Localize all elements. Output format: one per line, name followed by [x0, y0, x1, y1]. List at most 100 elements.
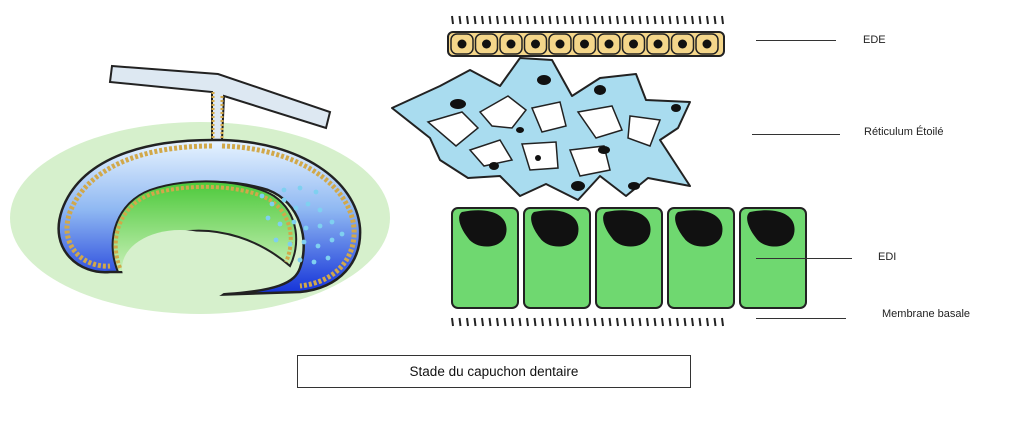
membrane-tick [661, 15, 664, 25]
ede-nucleus [604, 39, 614, 49]
membrane-tick [533, 317, 537, 327]
membrane-tick [668, 15, 672, 25]
membrane-tick [503, 15, 507, 25]
membrane-tick [646, 15, 649, 25]
membrane-tick [698, 15, 702, 25]
ede-nucleus [531, 39, 540, 49]
membrane-tick [541, 317, 544, 327]
label-ede: EDE [863, 34, 886, 46]
membrane-tick [533, 15, 537, 25]
membrane-leader-line [756, 318, 846, 319]
membrane-tick [608, 15, 612, 25]
membrane-tick [661, 317, 664, 327]
membrane-tick [473, 317, 477, 327]
membrane-tick [451, 317, 454, 327]
membrane-tick [458, 15, 462, 25]
edi-nucleus [747, 210, 795, 247]
membrane-tick [698, 317, 702, 327]
membrane-tick [458, 317, 462, 327]
membrane-tick [518, 317, 522, 327]
ede-nucleus [653, 39, 663, 49]
membrane-tick [511, 317, 514, 327]
label-edi: EDI [878, 251, 897, 263]
membrane-tick [593, 15, 597, 25]
membrane-tick [616, 317, 619, 327]
membrane-tick [466, 317, 469, 327]
membrane-tick [518, 15, 522, 25]
membrane-tick [571, 15, 574, 25]
membrane-tick [721, 317, 724, 327]
membrane-tick [638, 317, 642, 327]
membrane-tick [578, 15, 582, 25]
membrane-tick [488, 15, 492, 25]
ede-nucleus [506, 39, 516, 49]
membrane-tick [593, 317, 597, 327]
membrane-tick [623, 317, 627, 327]
reticulum-nuclei [450, 75, 681, 191]
papilla-core [122, 230, 238, 306]
membrane-tick [511, 15, 514, 25]
label-reticulum: Réticulum Étoilé [864, 126, 944, 138]
membrane-tick [548, 15, 552, 25]
membrane-tick [586, 15, 589, 25]
reticulum-holes [426, 95, 662, 177]
membrane-tick [616, 15, 619, 25]
membrane-tick [608, 317, 612, 327]
edi-nucleus [603, 210, 651, 247]
membrane-tick [706, 317, 709, 327]
stellate-dots [259, 185, 345, 265]
membrane-tick [541, 15, 544, 25]
membrane-tick [676, 317, 679, 327]
membrane-tick [548, 317, 552, 327]
membrane-tick [683, 317, 687, 327]
membrane-tick [721, 15, 724, 25]
ede-nucleus [678, 39, 687, 49]
bottom-membrane-ticks [451, 317, 724, 327]
ede-nucleus [702, 39, 712, 49]
tooth-germ [10, 64, 390, 314]
membrane-tick [653, 15, 657, 25]
membrane-tick [481, 15, 484, 25]
membrane-tick [623, 15, 627, 25]
membrane-tick [571, 317, 574, 327]
edi-nucleus [531, 210, 579, 247]
membrane-tick [601, 15, 604, 25]
membrane-tick [586, 317, 589, 327]
membrane-tick [653, 317, 657, 327]
reticulum-leader-line [752, 134, 840, 135]
membrane-tick [488, 317, 492, 327]
membrane-tick [676, 15, 679, 25]
membrane-tick [556, 317, 559, 327]
figure-caption: Stade du capuchon dentaire [297, 355, 691, 388]
ede-leader-line [756, 40, 836, 41]
membrane-tick [503, 317, 507, 327]
ede-cells [450, 33, 719, 55]
membrane-tick [638, 15, 642, 25]
top-membrane-ticks [451, 15, 724, 25]
membrane-tick [496, 317, 499, 327]
membrane-tick [451, 15, 454, 25]
membrane-tick [526, 15, 529, 25]
membrane-tick [578, 317, 582, 327]
membrane-tick [473, 15, 477, 25]
membrane-tick [526, 317, 529, 327]
dental-lamina-dotted-edge [211, 92, 224, 138]
outer-enamel-epithelium-right [221, 143, 357, 289]
membrane-tick [691, 317, 694, 327]
membrane-tick [713, 317, 717, 327]
membrane-tick [706, 15, 709, 25]
histology-layers [391, 15, 807, 327]
membrane-tick [631, 317, 634, 327]
membrane-tick [646, 317, 649, 327]
edi-nucleus [459, 210, 507, 247]
membrane-tick [496, 15, 499, 25]
membrane-tick [713, 15, 717, 25]
membrane-tick [481, 317, 484, 327]
edi-cells [451, 207, 807, 309]
membrane-tick [556, 15, 559, 25]
edi-nucleus [675, 210, 723, 247]
membrane-tick [631, 15, 634, 25]
edi-leader-line [756, 258, 852, 259]
